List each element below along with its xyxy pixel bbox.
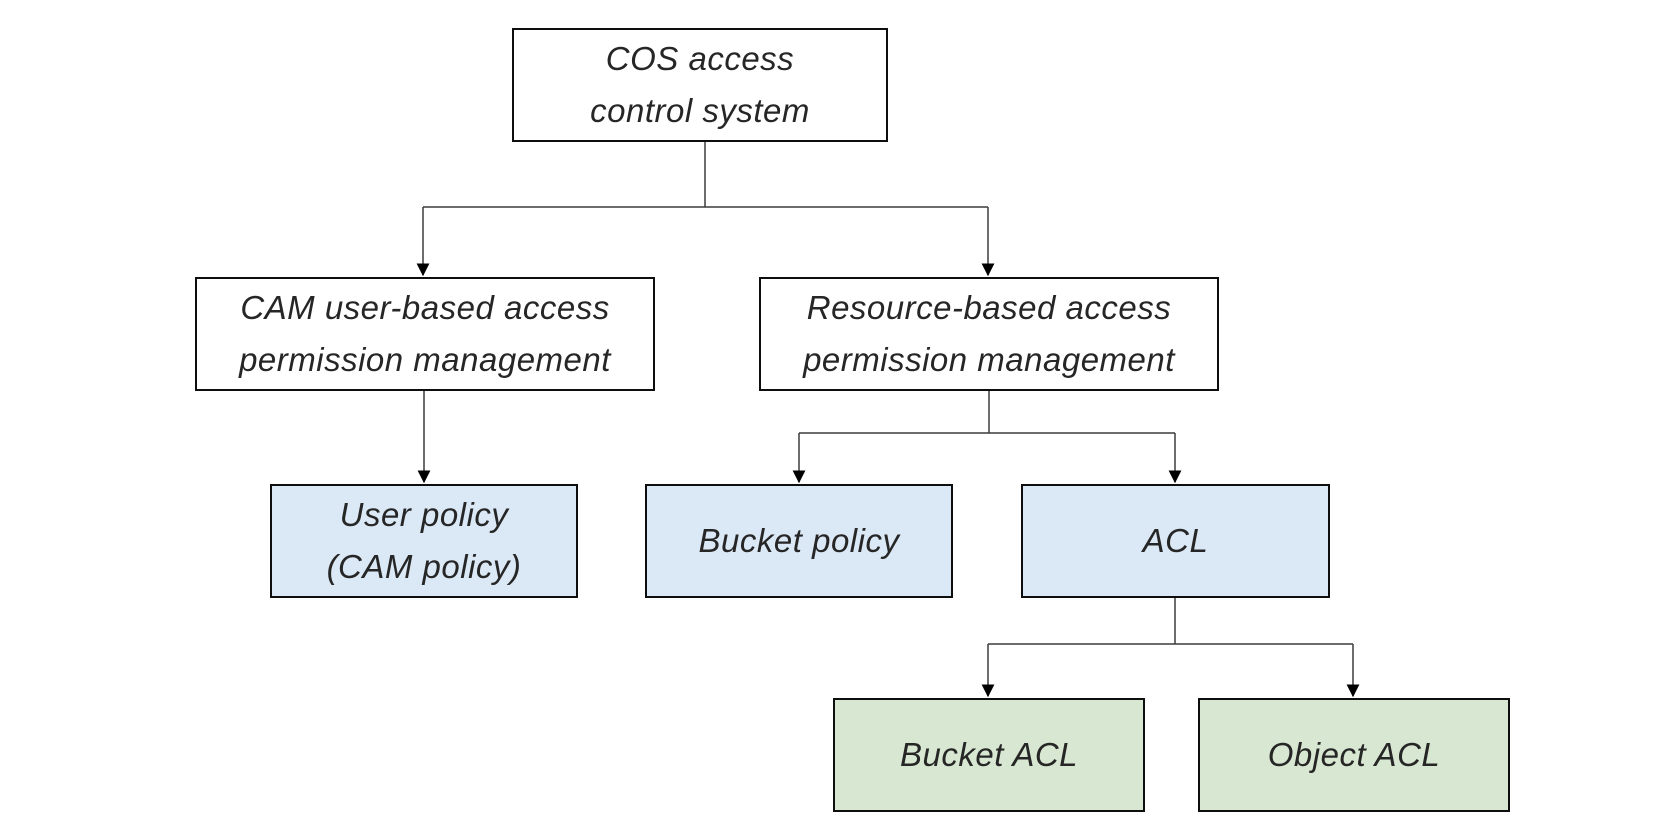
node-resource-based-access-permission-management: Resource-based access permission managem… <box>759 277 1219 391</box>
node-cam-user-based-access-permission-management: CAM user-based access permission managem… <box>195 277 655 391</box>
connector-root-split <box>416 142 995 277</box>
connector-acl-split <box>981 598 1360 698</box>
node-object-acl: Object ACL <box>1198 698 1510 812</box>
node-bucket-policy: Bucket policy <box>645 484 953 598</box>
node-cos-access-control-system: COS access control system <box>512 28 888 142</box>
node-bucket-acl: Bucket ACL <box>833 698 1145 812</box>
node-acl: ACL <box>1021 484 1330 598</box>
connector-resource-split <box>792 391 1182 484</box>
node-user-policy-cam-policy: User policy (CAM policy) <box>270 484 578 598</box>
